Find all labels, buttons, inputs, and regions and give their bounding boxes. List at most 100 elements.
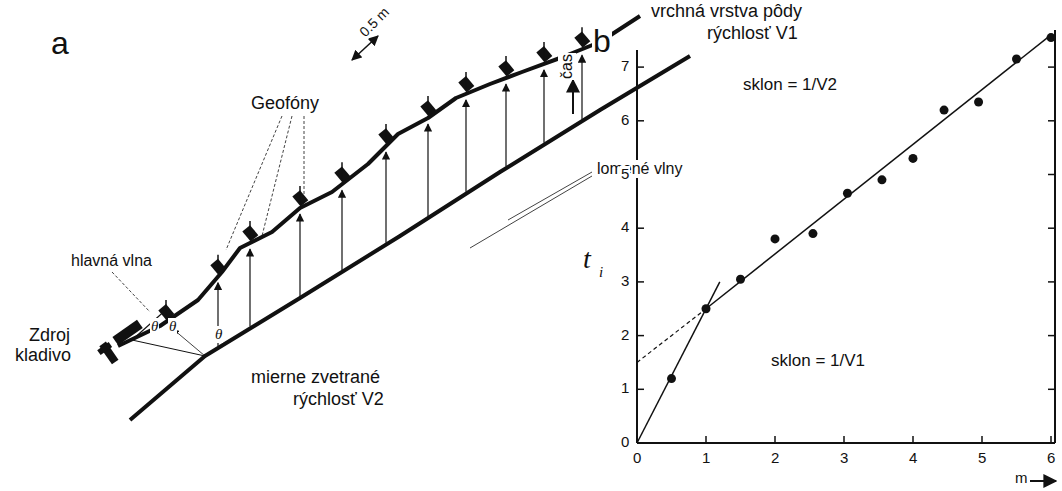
geophone-stem: [465, 72, 467, 90]
dimension-label: 0.5 m: [356, 4, 393, 41]
head-wave-path: [205, 348, 218, 356]
refracted-ray: [385, 152, 386, 243]
tick: [843, 436, 845, 443]
fit-line-v2: [706, 35, 1051, 309]
data-point: [1012, 55, 1021, 64]
data-point: [877, 175, 886, 184]
slope-label: sklon = 1/V1: [770, 352, 866, 371]
leader-line: [470, 176, 592, 248]
leader-line: [226, 116, 282, 250]
geophone-stem: [427, 96, 429, 114]
angle-label: θ: [214, 326, 223, 343]
tick-label: 3: [620, 273, 630, 290]
head-wave-path: [466, 168, 506, 193]
tick-label: 4: [620, 219, 630, 236]
panel-letter: b: [592, 24, 612, 59]
incident-ray: [132, 340, 205, 356]
axis-arrow: [1030, 480, 1056, 482]
tick: [1050, 436, 1052, 443]
tick-label: 1: [701, 450, 711, 467]
tick: [637, 227, 644, 229]
head-wave-path: [506, 145, 544, 169]
frame-line: [1054, 30, 1056, 443]
tick: [981, 436, 983, 443]
refracted-ray: [341, 190, 342, 270]
layer-label: rýchlosť V1: [706, 24, 799, 44]
tick-label: 7: [620, 58, 630, 75]
tick-label: 0: [620, 434, 630, 451]
y-axis: [636, 50, 638, 443]
geophone-stem: [217, 255, 219, 273]
ground-surface: [118, 16, 640, 346]
refracted-ray: [543, 70, 544, 143]
tick-label: 3: [839, 450, 849, 467]
panel-letter: a: [50, 26, 70, 61]
data-point: [771, 234, 780, 243]
tick-label: 0: [632, 450, 642, 467]
tick-label: 5: [620, 166, 630, 183]
x-axis: [637, 442, 1055, 444]
axis-title: čas: [558, 53, 576, 80]
axis-title: m: [1014, 470, 1029, 487]
head-wave-path: [300, 272, 342, 298]
geophone-stem: [385, 124, 387, 142]
geophone-stem: [505, 56, 507, 74]
tick: [1048, 227, 1055, 229]
tick: [1048, 174, 1055, 176]
refracted-ray: [174, 330, 205, 356]
tick-label: 6: [620, 112, 630, 129]
tick: [1048, 281, 1055, 283]
intercept-label: t: [582, 244, 592, 275]
geophone-stem: [165, 300, 167, 318]
axis-arrow: [572, 80, 574, 114]
head-wave-path: [250, 298, 300, 329]
data-point: [843, 189, 852, 198]
tick: [637, 335, 644, 337]
tick: [637, 281, 644, 283]
tick: [637, 120, 644, 122]
tick: [637, 389, 644, 391]
tick-label: 2: [770, 450, 780, 467]
refracted-ray: [299, 214, 300, 296]
geophone-stem: [543, 42, 545, 60]
source-label: Zdroj: [28, 326, 71, 346]
data-point: [702, 304, 711, 313]
head-wave-path: [342, 245, 386, 272]
data-point: [808, 229, 817, 238]
geophone-stem: [341, 162, 343, 180]
extrapolated-line: [637, 309, 706, 363]
layer-label: mierne zvetrané: [250, 368, 381, 388]
refractor-boundary: [130, 56, 690, 420]
head-wave-path: [386, 218, 428, 245]
tick: [912, 436, 914, 443]
data-point: [736, 275, 745, 284]
tick: [1048, 389, 1055, 391]
tick: [637, 66, 644, 68]
leader-line: [262, 116, 292, 236]
fit-line-v1: [637, 282, 720, 443]
tick: [705, 436, 707, 443]
part-label: Geofóny: [250, 94, 320, 114]
tick-label: 2: [620, 327, 630, 344]
angle-label: θ: [150, 318, 159, 335]
geophone-stem: [249, 221, 251, 239]
leader-line: [304, 116, 305, 200]
leader-line: [508, 172, 592, 220]
source-label: kladivo: [14, 346, 72, 366]
tick: [1048, 66, 1055, 68]
geophone-stem: [581, 27, 583, 45]
angle-label: θ: [168, 318, 177, 335]
data-point: [974, 98, 983, 107]
tick: [1048, 335, 1055, 337]
data-point: [667, 374, 676, 383]
tick: [1048, 120, 1055, 122]
slope-label: sklon = 1/V2: [742, 76, 838, 95]
leader-line: [112, 272, 150, 312]
data-point: [940, 106, 949, 115]
tick-label: 5: [977, 450, 987, 467]
intercept-label: i: [598, 264, 604, 281]
refracted-ray: [427, 124, 428, 216]
part-label: hlavná vlna: [70, 252, 153, 270]
tick-label: 4: [908, 450, 918, 467]
